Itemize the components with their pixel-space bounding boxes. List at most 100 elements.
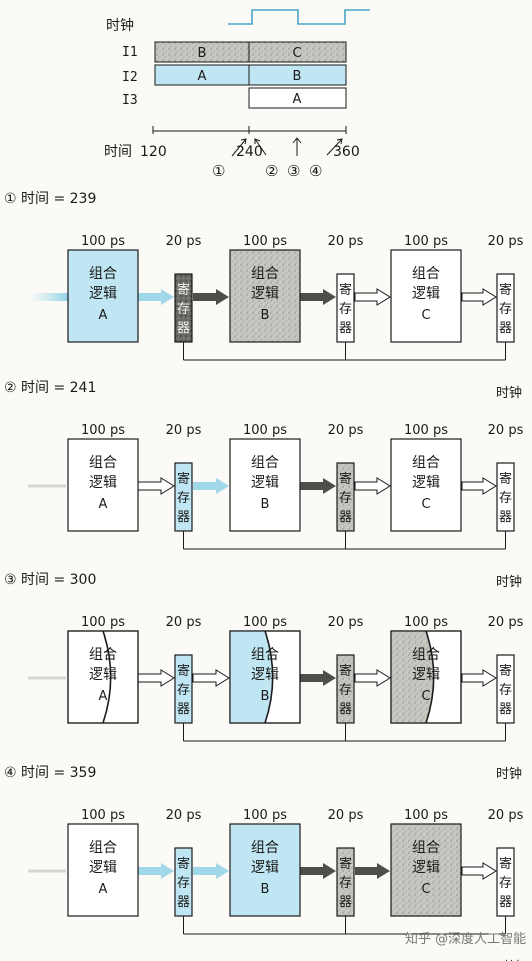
register: 寄存器 — [174, 847, 193, 917]
flow-arrow — [300, 670, 336, 686]
register: 寄存器 — [174, 462, 193, 532]
clock-label: 时钟 — [496, 385, 522, 401]
reg-delay-label: 20 ps — [328, 808, 364, 823]
comb-logic-text: 组合 — [412, 840, 440, 856]
comb-logic-text: 逻辑 — [89, 860, 117, 876]
marker-1: ① — [212, 162, 225, 180]
register: 寄存器 — [336, 462, 355, 532]
comb-logic-text: 组合 — [89, 266, 117, 282]
register-char: 寄 — [499, 282, 512, 298]
register-char: 存 — [177, 876, 190, 891]
comb-delay-label: 100 ps — [81, 808, 125, 823]
i1-segment-b-label: B — [198, 46, 207, 61]
flow-arrow — [461, 288, 497, 306]
comb-delay-label: 100 ps — [404, 808, 448, 823]
clock-label: 时钟 — [496, 766, 522, 782]
comb-logic-text: 逻辑 — [251, 286, 279, 302]
comb-logic-progress — [391, 631, 434, 723]
comb-logic-text: 组合 — [251, 647, 279, 663]
register-char: 器 — [499, 510, 512, 525]
register-char: 存 — [177, 302, 190, 317]
tick-120: 120 — [140, 144, 167, 160]
register: 寄存器 — [496, 273, 515, 343]
comb-logic-progress — [230, 631, 273, 723]
snapshot-title: ① 时间 = 239 — [4, 191, 96, 207]
reg-delay-label: 20 ps — [488, 234, 524, 249]
comb-logic-letter: A — [99, 308, 108, 323]
comb-logic-text: 逻辑 — [251, 475, 279, 491]
register-char: 寄 — [499, 471, 512, 487]
reg-delay-label: 20 ps — [328, 615, 364, 630]
flow-arrow — [354, 477, 391, 495]
flow-arrow — [192, 669, 230, 687]
comb-logic-text: 逻辑 — [89, 667, 117, 683]
marker-arrow-2 — [254, 138, 267, 156]
comb-logic-letter: C — [421, 308, 430, 323]
flow-arrow — [137, 669, 175, 687]
register-char: 寄 — [339, 282, 352, 298]
marker-arrow-1 — [231, 138, 247, 157]
comb-delay-label: 100 ps — [404, 615, 448, 630]
row-label-i1: I1 — [122, 45, 138, 60]
register-char: 器 — [499, 321, 512, 336]
flow-arrow — [193, 863, 229, 879]
reg-delay-label: 20 ps — [166, 234, 202, 249]
register-char: 寄 — [339, 663, 352, 679]
comb-delay-label: 100 ps — [243, 615, 287, 630]
flow-arrow — [300, 289, 336, 305]
reg-delay-label: 20 ps — [488, 615, 524, 630]
register-char: 器 — [339, 321, 352, 336]
snapshot-title: ④ 时间 = 359 — [4, 765, 96, 781]
comb-logic-text: 组合 — [251, 266, 279, 282]
comb-logic-text: 逻辑 — [412, 286, 440, 302]
register-char: 器 — [339, 895, 352, 910]
register: 寄存器 — [496, 847, 515, 917]
reg-delay-label: 20 ps — [166, 615, 202, 630]
flow-arrow — [354, 288, 391, 306]
comb-logic-text: 组合 — [89, 455, 117, 471]
reg-delay-label: 20 ps — [166, 808, 202, 823]
register-char: 器 — [339, 702, 352, 717]
marker-2: ② — [265, 162, 278, 180]
register-char: 存 — [499, 302, 512, 317]
register-char: 存 — [339, 683, 352, 698]
i1-segment-c-label: C — [292, 46, 301, 61]
register-char: 存 — [177, 683, 190, 698]
comb-logic-text: 组合 — [412, 455, 440, 471]
i2-segment-a-label: A — [198, 69, 207, 84]
reg-delay-label: 20 ps — [328, 423, 364, 438]
register-char: 器 — [339, 510, 352, 525]
reg-delay-label: 20 ps — [488, 423, 524, 438]
comb-logic-text: 组合 — [251, 455, 279, 471]
comb-logic-text: 逻辑 — [251, 667, 279, 683]
register: 寄存器 — [336, 847, 355, 917]
register-char: 寄 — [177, 663, 190, 679]
snapshot-panels: ① 时间 = 239 100 ps 20 ps 100 ps 20 ps 100 ps 20… — [4, 191, 524, 961]
register-char: 寄 — [177, 856, 190, 872]
flow-arrow — [355, 863, 390, 879]
register-char: 存 — [499, 491, 512, 506]
register-char: 器 — [177, 510, 190, 525]
comb-logic-letter: C — [421, 882, 430, 897]
comb-delay-label: 100 ps — [243, 234, 287, 249]
flow-arrow — [193, 289, 229, 305]
register: 寄存器 — [496, 654, 515, 724]
comb-delay-label: 100 ps — [81, 615, 125, 630]
register-char: 寄 — [499, 663, 512, 679]
comb-logic-text: 逻辑 — [412, 475, 440, 491]
comb-logic-letter: A — [99, 689, 108, 704]
i2-segment-b — [248, 64, 347, 86]
comb-delay-label: 100 ps — [81, 234, 125, 249]
comb-logic-letter: B — [261, 497, 270, 512]
comb-delay-label: 100 ps — [404, 234, 448, 249]
register-char: 寄 — [499, 856, 512, 872]
